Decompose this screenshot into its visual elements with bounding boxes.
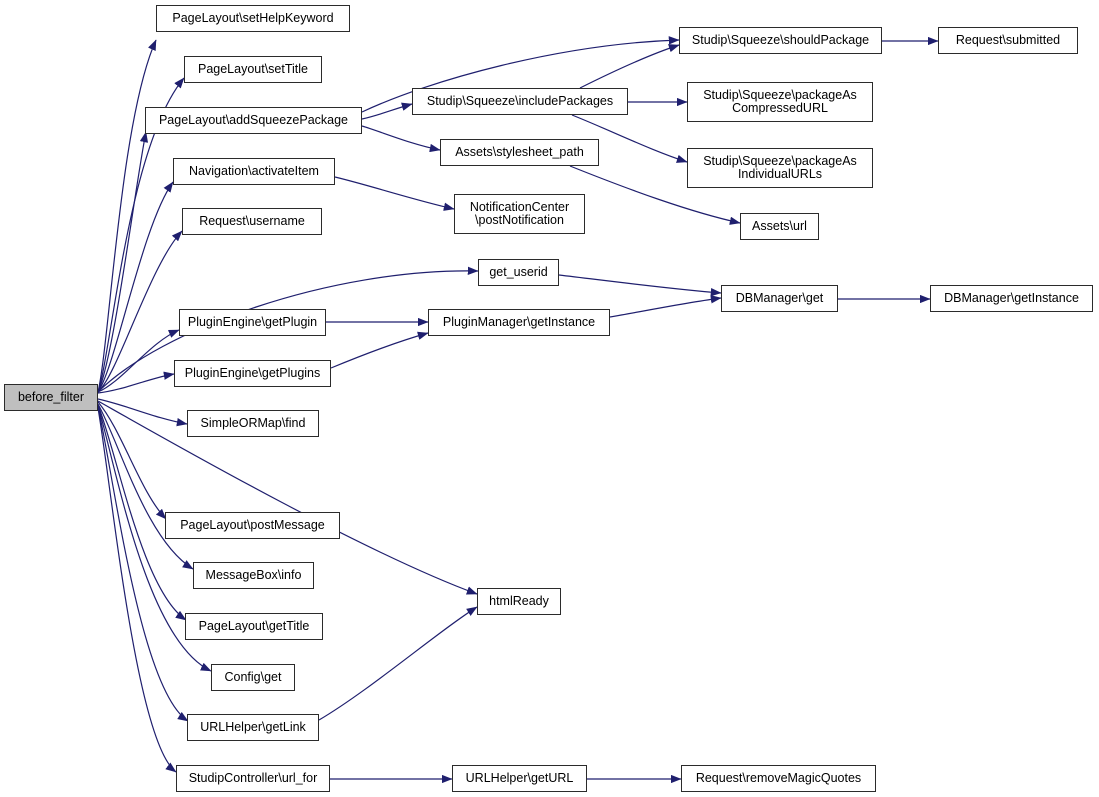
graph-node-label: PluginEngine\getPlugin [187,314,318,329]
edge-before_filter-to-find [97,398,188,427]
graph-node-label: MessageBox\info [205,567,302,582]
edge-before_filter-to-url_for [97,407,177,773]
graph-node-label: PageLayout\setTitle [197,61,309,76]
graph-node-getLink[interactable]: URLHelper\getLink [187,714,319,741]
edge-get_userid-to-dbGet [558,274,722,297]
edge-before_filter-to-getPlugins [97,371,175,394]
graph-node-label: htmlReady [489,593,549,608]
edge-addSqueezePackage-to-includePackages [361,102,413,120]
edge-activateItem-to-postNotification [334,176,455,211]
graph-node-label: before_filter [17,389,84,404]
edge-getPlugins-to-getInstance_pm [330,331,429,369]
graph-node-removeMagicQuotes[interactable]: Request\removeMagicQuotes [681,765,876,792]
graph-node-label: Assets\url [752,218,807,233]
graph-node-messageBoxInfo[interactable]: MessageBox\info [193,562,314,589]
graph-node-getInstance_pm[interactable]: PluginManager\getInstance [428,309,610,336]
graph-node-label: Studip\Squeeze\packageAs IndividualURLs [703,153,857,181]
graph-node-dbGetInstance[interactable]: DBManager\getInstance [930,285,1093,312]
graph-node-htmlReady[interactable]: htmlReady [477,588,561,615]
edge-addSqueezePackage-to-shouldPackage [361,36,680,113]
graph-node-label: PageLayout\postMessage [180,517,325,532]
edge-includePackages-to-shouldPackage [579,44,680,89]
graph-node-packageAsIndividual[interactable]: Studip\Squeeze\packageAs IndividualURLs [687,148,873,188]
graph-node-label: Config\get [224,669,282,684]
edge-before_filter-to-configGet [97,405,212,672]
edge-before_filter-to-activateItem [97,181,174,393]
graph-node-getPlugin[interactable]: PluginEngine\getPlugin [179,309,326,336]
graph-node-label: PageLayout\addSqueezePackage [158,112,349,127]
graph-node-label: Studip\Squeeze\packageAs CompressedURL [703,87,857,115]
graph-node-getTitle[interactable]: PageLayout\getTitle [185,613,323,640]
edge-getInstance_pm-to-dbGet [609,295,722,318]
graph-node-label: URLHelper\getLink [200,719,306,734]
graph-node-url_for[interactable]: StudipController\url_for [176,765,330,792]
edge-stylesheet_path-to-assetsUrl [569,165,741,225]
graph-node-label: PageLayout\getTitle [198,618,310,633]
graph-node-packageAsCompressed[interactable]: Studip\Squeeze\packageAs CompressedURL [687,82,873,122]
graph-node-dbGet[interactable]: DBManager\get [721,285,838,312]
graph-node-label: Request\username [199,213,305,228]
graph-node-label: Request\submitted [955,32,1061,47]
graph-node-setHelpKeyword[interactable]: PageLayout\setHelpKeyword [156,5,350,32]
graph-node-label: Request\removeMagicQuotes [695,770,862,785]
graph-node-username[interactable]: Request\username [182,208,322,235]
graph-node-getPlugins[interactable]: PluginEngine\getPlugins [174,360,331,387]
edge-before_filter-to-getLink [97,406,189,722]
graph-node-includePackages[interactable]: Studip\Squeeze\includePackages [412,88,628,115]
graph-node-addSqueezePackage[interactable]: PageLayout\addSqueezePackage [145,107,362,134]
graph-node-label: PageLayout\setHelpKeyword [172,10,334,25]
edge-before_filter-to-username [97,230,183,393]
graph-node-label: StudipController\url_for [188,770,318,785]
graph-node-before_filter[interactable]: before_filter [4,384,98,411]
graph-node-shouldPackage[interactable]: Studip\Squeeze\shouldPackage [679,27,882,54]
graph-node-label: Studip\Squeeze\includePackages [426,93,614,108]
edge-before_filter-to-postMessage [97,401,167,520]
graph-node-find[interactable]: SimpleORMap\find [187,410,319,437]
edge-before_filter-to-getTitle [97,404,187,621]
graph-node-postMessage[interactable]: PageLayout\postMessage [165,512,340,539]
graph-node-label: Navigation\activateItem [189,163,319,178]
graph-node-activateItem[interactable]: Navigation\activateItem [173,158,335,185]
graph-node-setTitle[interactable]: PageLayout\setTitle [184,56,322,83]
edge-before_filter-to-htmlReady [97,400,478,595]
edge-before_filter-to-messageBoxInfo [97,403,194,570]
graph-node-label: get_userid [489,264,548,279]
graph-node-getURL[interactable]: URLHelper\getURL [452,765,587,792]
edge-getLink-to-htmlReady [318,606,478,721]
graph-node-configGet[interactable]: Config\get [211,664,295,691]
graph-node-label: Studip\Squeeze\shouldPackage [691,32,870,47]
graph-node-label: PluginManager\getInstance [442,314,596,329]
graph-node-submitted[interactable]: Request\submitted [938,27,1078,54]
graph-node-assetsUrl[interactable]: Assets\url [740,213,819,240]
edge-addSqueezePackage-to-stylesheet_path [361,125,441,153]
graph-node-get_userid[interactable]: get_userid [478,259,559,286]
edge-before_filter-to-addSqueezePackage [97,131,149,393]
edge-before_filter-to-get_userid [97,266,479,393]
graph-node-label: NotificationCenter \postNotification [469,199,570,227]
graph-node-label: PluginEngine\getPlugins [184,365,321,380]
edge-before_filter-to-setHelpKeyword [97,39,157,393]
graph-node-postNotification[interactable]: NotificationCenter \postNotification [454,194,585,234]
graph-node-label: Assets\stylesheet_path [455,144,584,159]
graph-node-label: SimpleORMap\find [200,415,306,430]
graph-node-label: DBManager\getInstance [944,290,1079,305]
edge-includePackages-to-packageAsIndividual [571,114,688,163]
graph-node-stylesheet_path[interactable]: Assets\stylesheet_path [440,139,599,166]
edge-before_filter-to-getPlugin [97,329,180,393]
graph-node-label: URLHelper\getURL [465,770,574,785]
graph-node-label: DBManager\get [735,290,824,305]
